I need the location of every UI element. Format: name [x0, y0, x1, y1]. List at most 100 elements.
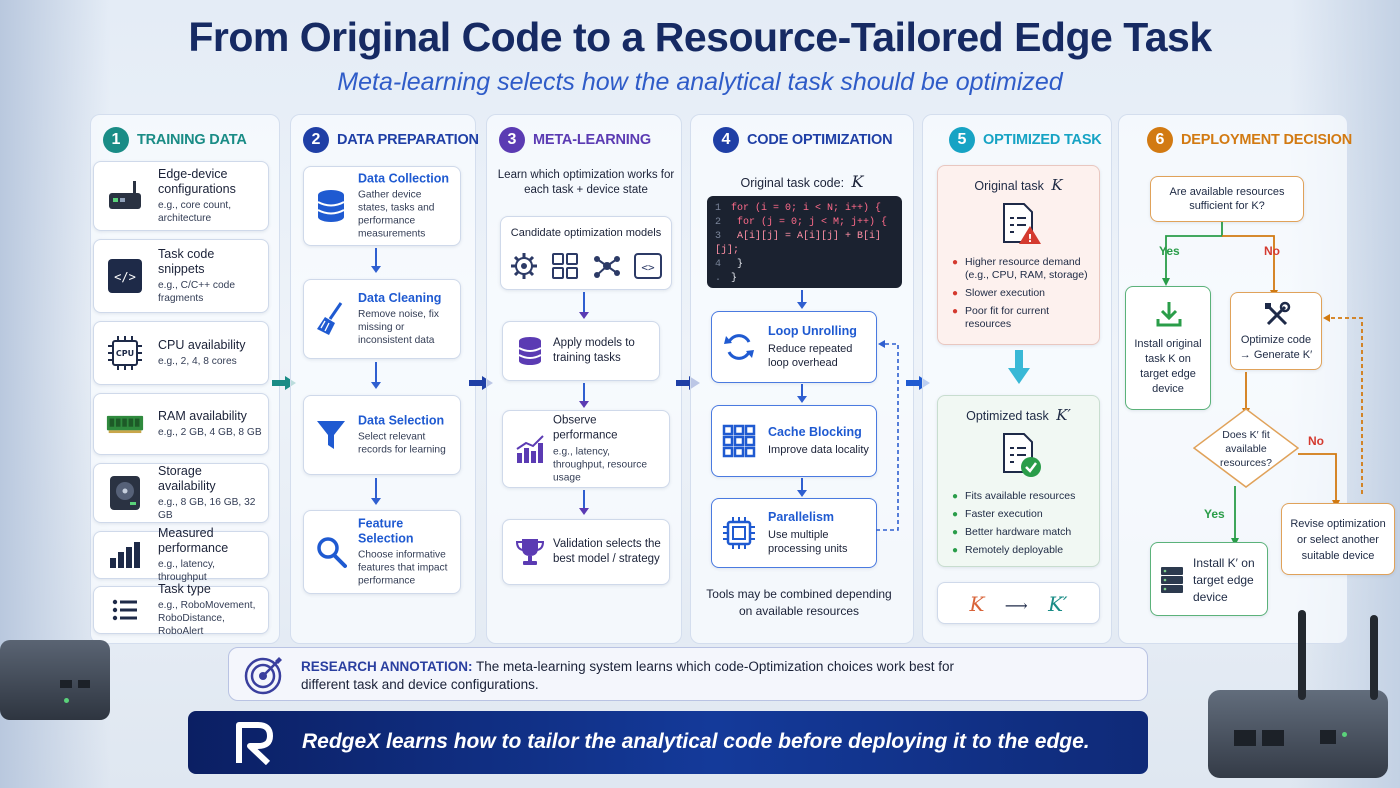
task-symbol-k: K	[1051, 176, 1063, 194]
code-line: 2 for (j = 0; j < M; j++) {	[715, 217, 888, 228]
optimization-description: Improve data locality	[768, 444, 869, 456]
magnifier-icon	[312, 533, 350, 571]
step-number-badge: 4	[713, 127, 739, 153]
column-title: META-LEARNING	[533, 132, 651, 148]
meta-step-validation: Validation selects the best model / stra…	[502, 519, 670, 585]
svg-text:</>: </>	[114, 270, 136, 284]
storage-icon	[106, 474, 144, 512]
item-title: Storage availability	[158, 464, 216, 493]
page-subtitle: Meta-learning selects how the analytical…	[337, 68, 1063, 96]
list-icon	[106, 591, 144, 629]
transform-down-arrow	[1008, 350, 1030, 391]
optimization-description: Reduce repeated loop overhead	[768, 343, 853, 369]
page-title: From Original Code to a Resource-Tailore…	[188, 14, 1212, 60]
database-icon	[511, 332, 549, 370]
item-title: CPU availability	[158, 338, 246, 352]
drawback-item: ●Higher resource demand (e.g., CPU, RAM,…	[952, 256, 1088, 281]
meta-learning-intro: Learn which optimization works for each …	[497, 169, 675, 196]
yes-label: Yes	[1204, 507, 1225, 521]
edge-device-illustration-left	[0, 640, 110, 720]
install-optimized-text: Install K′ on target edge device	[1193, 556, 1255, 604]
training-item-storage: Storage availability e.g., 8 GB, 16 GB, 3…	[93, 463, 269, 523]
loop-icon	[720, 328, 758, 366]
task-symbol-k: K	[851, 172, 864, 191]
ram-icon	[106, 405, 144, 443]
resources-sufficient-question: Are available resources sufficient for K…	[1150, 176, 1304, 222]
step-number-badge: 2	[303, 127, 329, 153]
item-title: Task type	[158, 582, 211, 596]
redgex-logo: R	[236, 721, 276, 766]
optimization-title: Parallelism	[768, 510, 835, 524]
transform-to-kprime: K′	[1048, 592, 1068, 616]
annotation-text-block: RESEARCH ANNOTATION: The meta-learning s…	[301, 658, 1001, 694]
original-code-text: Original task code:	[740, 176, 845, 190]
column-header: 6 DEPLOYMENT DECISION	[1147, 125, 1352, 155]
training-item-cpu: CPU CPU availability e.g., 2, 4, 8 cores	[93, 321, 269, 385]
step-number-badge: 6	[1147, 127, 1173, 153]
code-snippet-icon: </>	[106, 257, 144, 295]
revise-text: Revise optimization or select another su…	[1290, 518, 1386, 562]
chip-icon	[720, 514, 758, 552]
original-code-label: Original task code: K	[700, 172, 904, 191]
question-text: Are available resources sufficient for K…	[1169, 186, 1285, 212]
grid-blocks-icon	[552, 253, 579, 279]
step-title: Validation selects the best model / stra…	[553, 538, 661, 565]
install-original-text: Install original task K on target edge d…	[1134, 338, 1202, 395]
item-example: e.g., 2 GB, 4 GB, 8 GB	[158, 427, 262, 438]
svg-text:<>: <>	[641, 261, 655, 274]
item-example: e.g., C/C++ code fragments	[158, 280, 236, 304]
cache-grid-icon	[720, 422, 758, 460]
column-header: 2 DATA PREPARATION	[303, 125, 479, 155]
column-header: 1 TRAINING DATA	[103, 125, 273, 155]
antenna-right	[1370, 615, 1378, 700]
drawback-item: ●Slower execution	[952, 287, 1046, 299]
item-title: Edge-device configurations	[158, 167, 236, 196]
benefit-item: ●Better hardware match	[952, 526, 1072, 538]
cpu-icon: CPU	[106, 334, 144, 372]
transform-arrow-icon: ⟶	[1004, 596, 1028, 615]
broom-icon	[312, 300, 350, 338]
install-original-task-box: Install original task K on target edge d…	[1125, 286, 1211, 410]
step-description: Gather device states, tasks and performa…	[358, 189, 435, 240]
item-title: RAM availability	[158, 409, 247, 423]
step-number-badge: 3	[499, 127, 525, 153]
gear-icon	[511, 253, 537, 279]
annotation-label: RESEARCH ANNOTATION:	[301, 659, 473, 674]
edge-device-icon	[106, 177, 144, 215]
banner-text: RedgeX learns how to tailor the analytic…	[302, 730, 1090, 753]
research-annotation: RESEARCH ANNOTATION: The meta-learning s…	[228, 647, 1148, 701]
step-title: Data Cleaning	[358, 291, 442, 305]
download-icon	[1154, 299, 1184, 334]
step-title: Data Collection	[358, 171, 449, 186]
item-example: e.g., latency, throughput	[158, 559, 216, 583]
step-title: Data Selection	[358, 413, 445, 428]
edge-device-illustration-right	[1208, 690, 1388, 778]
candidate-models-label: Candidate optimization models	[510, 227, 662, 239]
question-text: Does K′ fit available resources?	[1220, 429, 1272, 469]
item-example: e.g., 8 GB, 16 GB, 32 GB	[158, 497, 256, 521]
network-nodes-icon	[593, 256, 620, 278]
column-title: CODE OPTIMIZATION	[747, 132, 893, 148]
optimize-code-box: Optimize code → Generate K′	[1230, 292, 1322, 370]
antenna-left	[1298, 610, 1306, 700]
drawback-item: ●Poor fit for current resources	[952, 305, 1050, 330]
column-title: DEPLOYMENT DECISION	[1181, 132, 1353, 148]
benefit-item: ●Fits available resources	[952, 490, 1076, 502]
warning-document-icon: !	[1000, 202, 1042, 251]
cpu-icon-label: CPU	[116, 349, 134, 358]
benefit-item: ●Faster execution	[952, 508, 1043, 520]
code-line: 3 A[i][j] = A[i][j] + B[i][j];	[715, 231, 882, 256]
training-item-ram: RAM availability e.g., 2 GB, 4 GB, 8 GB	[93, 393, 269, 455]
candidate-model-icons: <>	[509, 251, 663, 281]
revise-optimization-box: Revise optimization or select another su…	[1281, 503, 1395, 575]
original-task-panel: Original task K ! ●Higher resource deman…	[937, 165, 1100, 345]
item-example: e.g., 2, 4, 8 cores	[158, 356, 237, 367]
